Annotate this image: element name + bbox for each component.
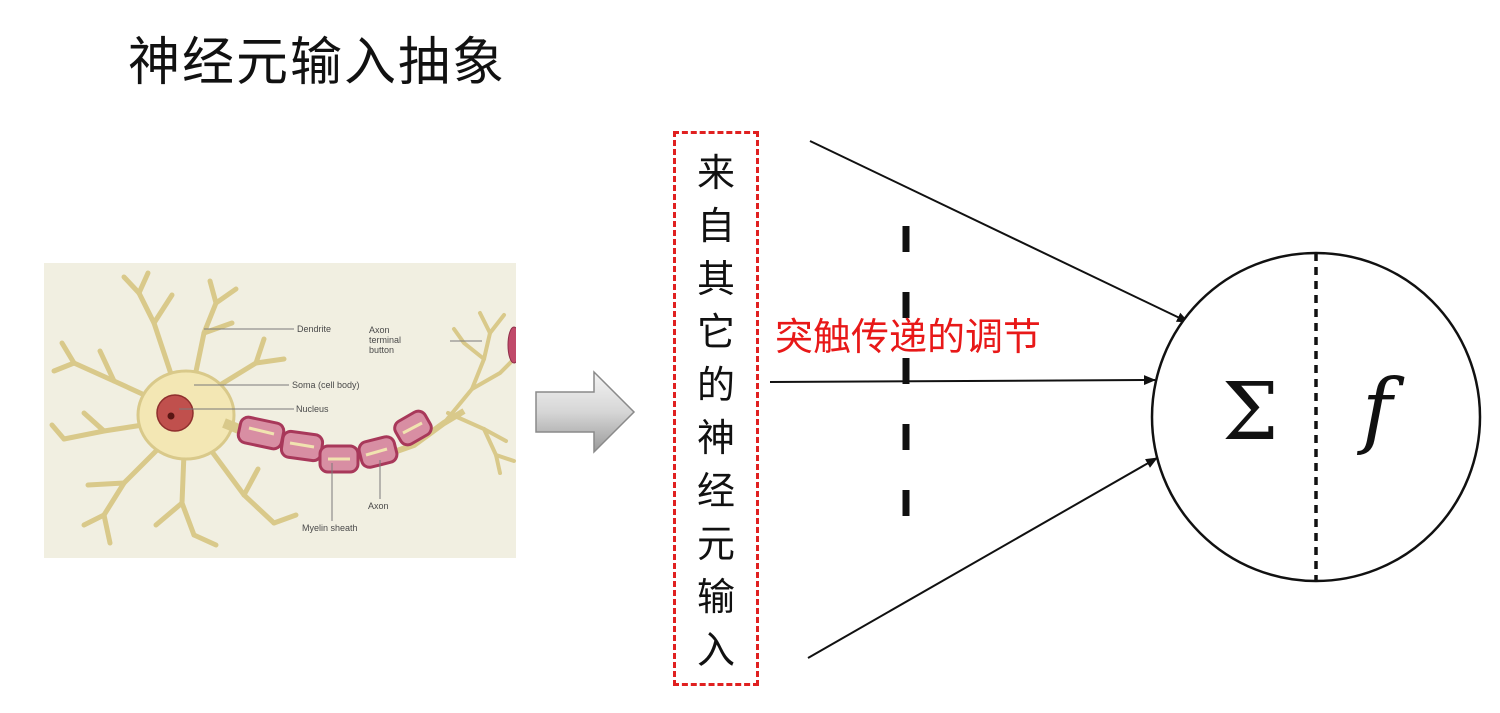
label-axon-terminal-3: button	[369, 345, 394, 355]
label-dendrite: Dendrite	[297, 324, 331, 334]
label-axon: Axon	[368, 501, 389, 511]
nucleus	[156, 394, 194, 432]
input-char: 入	[696, 628, 735, 672]
input-char: 它	[696, 310, 735, 354]
right-arrow-icon	[535, 370, 636, 454]
terminal-bouton	[507, 326, 516, 364]
dendrites	[49, 270, 299, 548]
label-soma: Soma (cell body)	[292, 380, 360, 390]
sum-symbol: Σ	[1222, 365, 1279, 458]
input-char: 神	[696, 416, 735, 460]
input-char: 元	[696, 522, 735, 566]
axon-terminals	[442, 311, 516, 475]
myelin-cores	[248, 421, 423, 461]
neuron-drawing: Dendrite Soma (cell body) Nucleus Axon M…	[49, 270, 516, 548]
input-char: 的	[696, 363, 735, 407]
activation-symbol: f	[1362, 363, 1393, 458]
label-myelin-sheath: Myelin sheath	[302, 523, 358, 533]
input-arrow-top	[809, 140, 1189, 323]
input-char: 输	[696, 575, 735, 619]
input-char: 来	[696, 151, 735, 195]
label-axon-terminal-1: Axon	[369, 325, 390, 335]
neuron-illustration: Dendrite Soma (cell body) Nucleus Axon M…	[44, 263, 516, 558]
input-char: 经	[696, 469, 735, 513]
label-nucleus: Nucleus	[296, 404, 329, 414]
nucleolus	[167, 412, 175, 420]
page-title: 神经元输入抽象	[128, 33, 507, 93]
input-char: 自	[696, 204, 735, 248]
synapse-label: 突触传递的调节	[775, 315, 1042, 359]
leader-lines	[179, 328, 482, 521]
label-axon-terminal-2: terminal	[369, 335, 401, 345]
input-arrow-middle	[769, 375, 1156, 386]
input-arrow-bottom	[807, 457, 1158, 659]
inputs-box: 来 自 其 它 的 神 经 元 输 入	[673, 131, 759, 686]
input-char: 其	[696, 257, 735, 301]
